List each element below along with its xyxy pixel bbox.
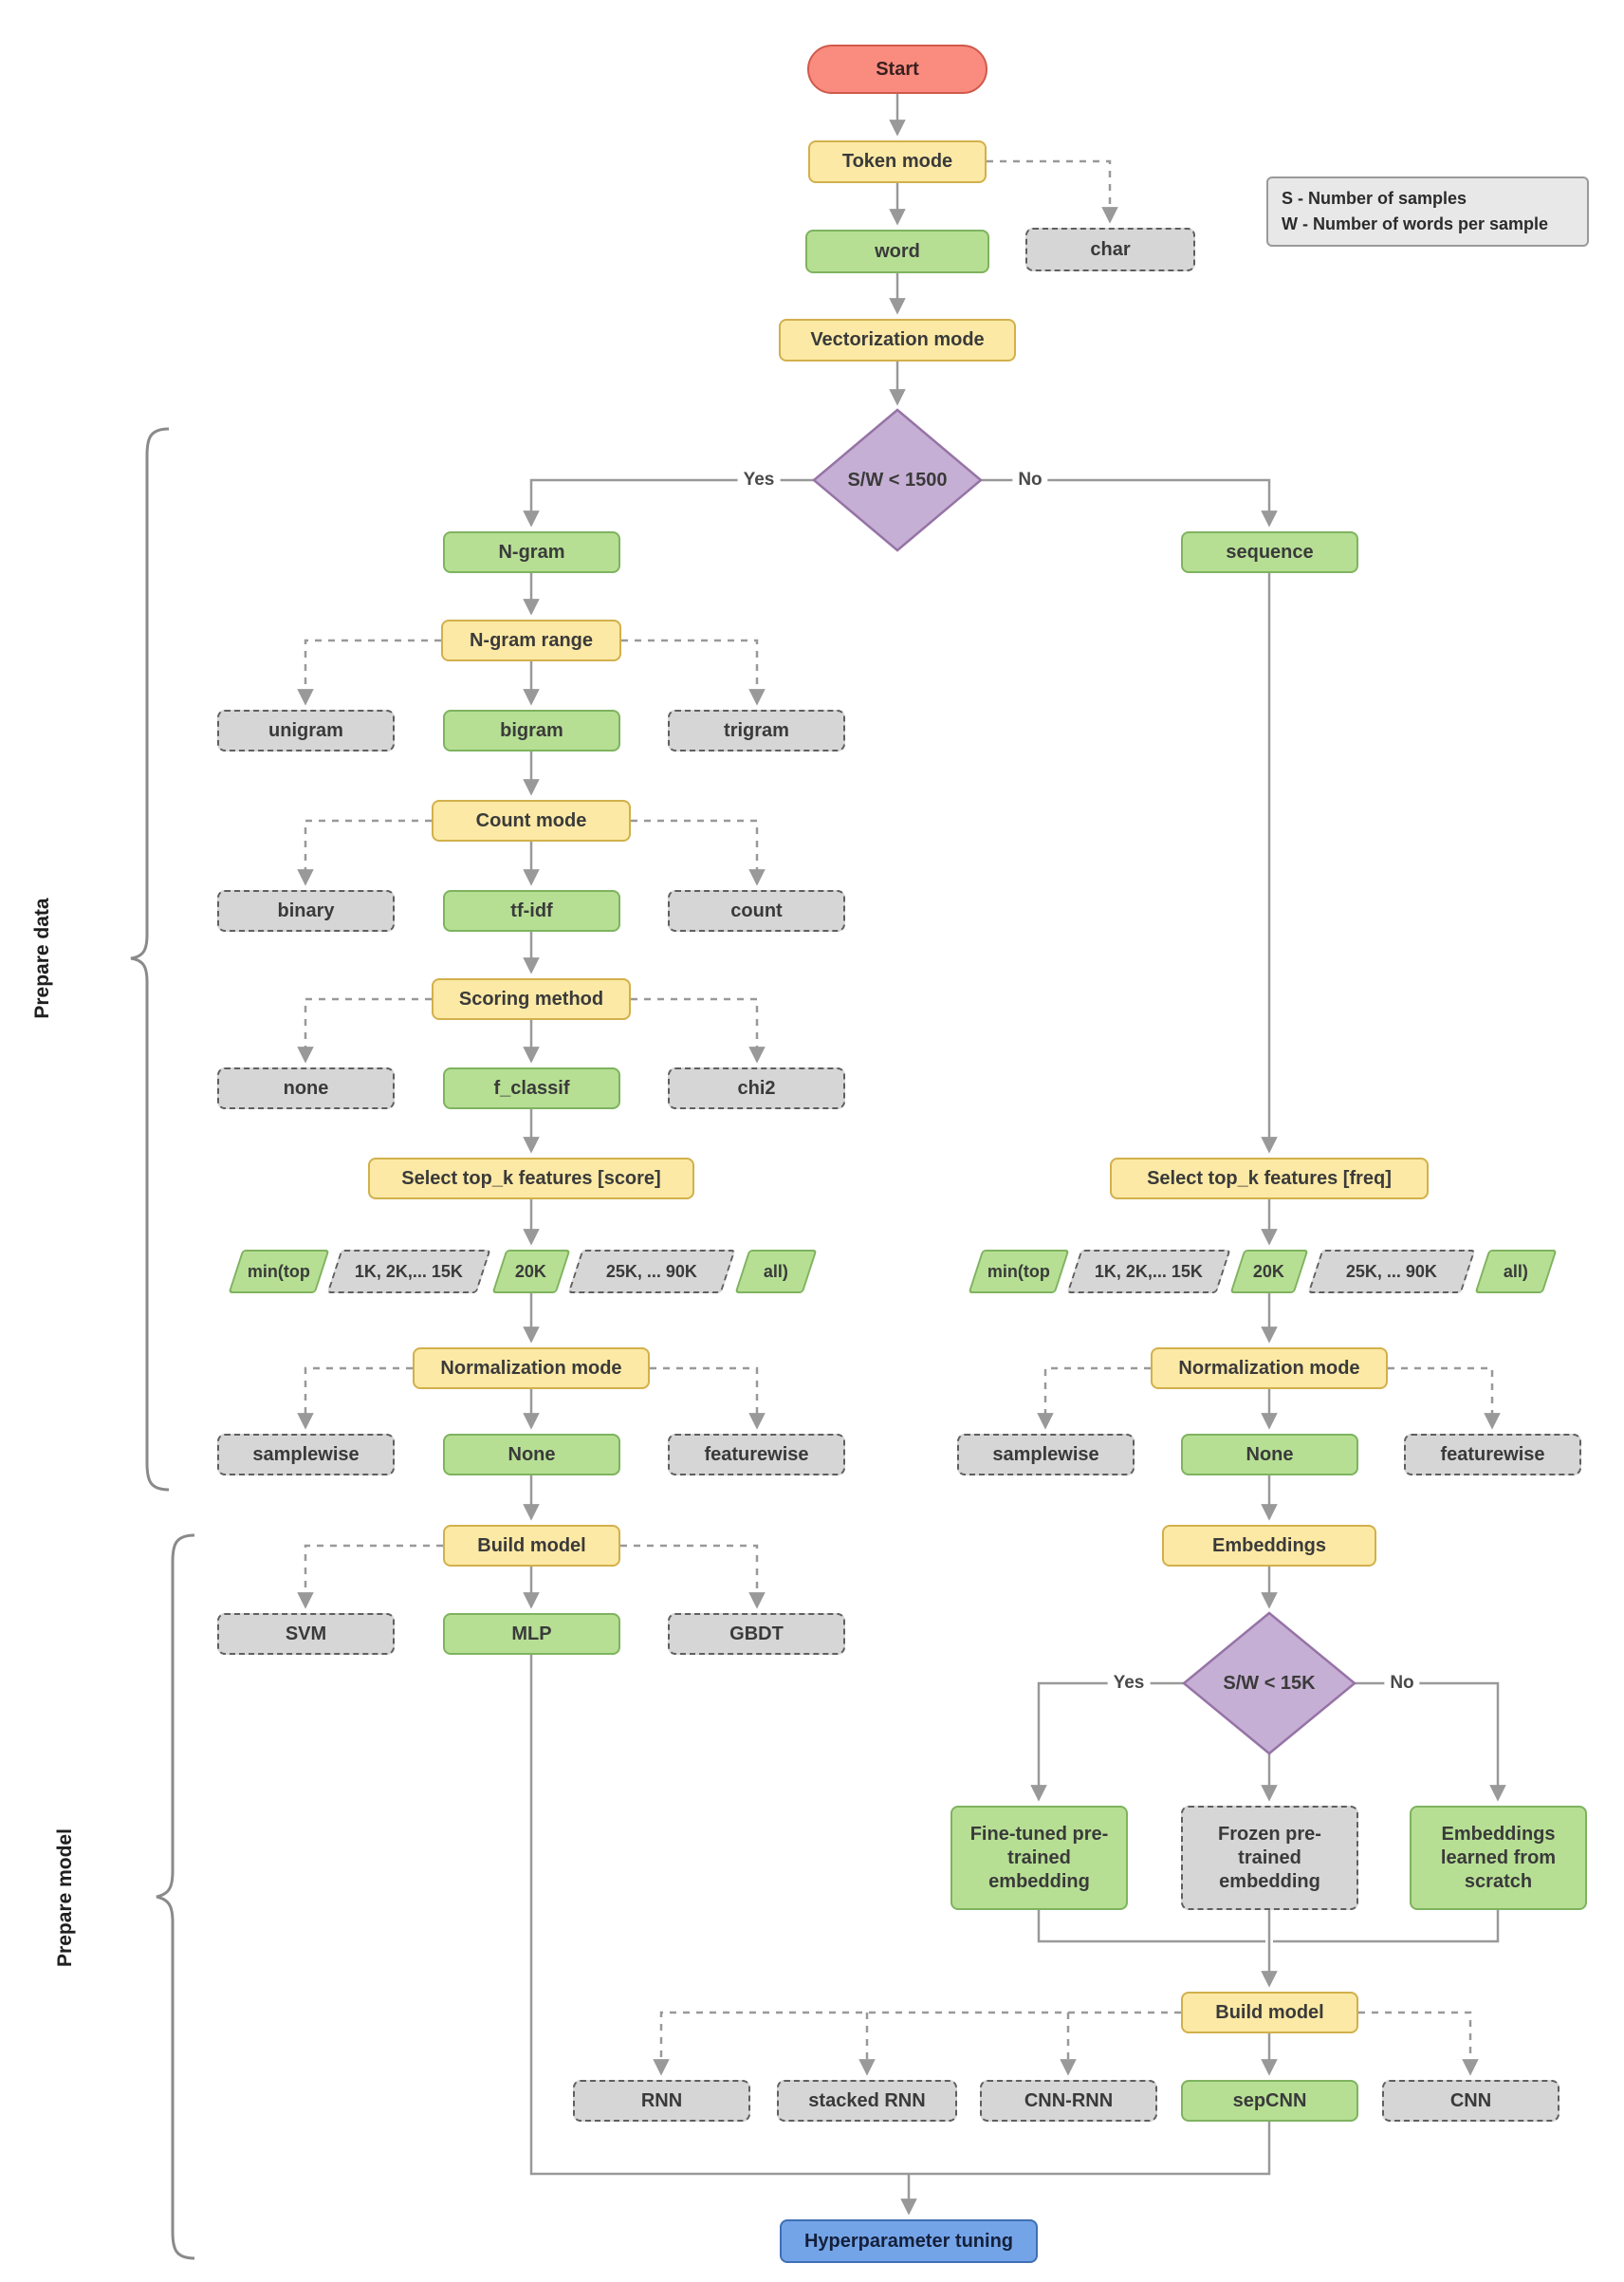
section-label-prepare-model: Prepare model	[54, 1828, 76, 1967]
node-count-mode: Count mode	[432, 800, 631, 842]
k1-15-right-label: 1K, 2K,... 15K	[1094, 1261, 1204, 1281]
node-unigram: unigram	[217, 710, 395, 751]
node-ngram: N-gram	[443, 531, 620, 573]
legend-words: W - Number of words per sample	[1282, 214, 1549, 233]
kall-left-label: all)	[763, 1261, 788, 1281]
node-token-mode: Token mode	[808, 140, 987, 183]
min-top-left-label: min(top	[248, 1261, 310, 1281]
decision-sw1500-label: S/W < 1500	[847, 469, 948, 491]
node-k25-90-left: 25K, ... 90K	[567, 1250, 736, 1293]
node-count: count	[668, 890, 845, 932]
node-min-top-left: min(top	[228, 1250, 330, 1293]
edge-label-no-1: No	[1012, 469, 1048, 492]
node-mlp: MLP	[443, 1613, 620, 1655]
node-normalization-mode-left: Normalization mode	[413, 1347, 650, 1389]
node-scoring-method: Scoring method	[432, 978, 631, 1020]
min-top-right-label: min(top	[987, 1261, 1050, 1281]
node-cnn-rnn: CNN-RNN	[980, 2080, 1157, 2122]
edge-label-no-2: No	[1384, 1672, 1420, 1695]
node-scratch-embedding: Embeddings learned from scratch	[1410, 1806, 1587, 1910]
node-kall-left: all)	[734, 1250, 818, 1293]
node-k1-15-left: 1K, 2K,... 15K	[326, 1250, 491, 1293]
node-normalization-mode-right: Normalization mode	[1151, 1347, 1388, 1389]
k20-left-label: 20K	[515, 1261, 547, 1281]
legend-box: S - Number of samples W - Number of word…	[1266, 176, 1589, 247]
section-braces	[130, 427, 195, 2260]
k25-90-left-label: 25K, ... 90K	[605, 1261, 698, 1281]
decision-diamond-sw1500	[812, 408, 983, 552]
legend-samples: S - Number of samples	[1282, 189, 1467, 208]
node-frozen-embedding: Frozen pre-trained embedding	[1181, 1806, 1358, 1910]
edge-label-yes-2: Yes	[1107, 1672, 1151, 1695]
prepare-data-brace	[130, 427, 170, 1492]
prepare-model-brace	[156, 1533, 195, 2260]
node-gbdt: GBDT	[668, 1613, 845, 1655]
node-k25-90-right: 25K, ... 90K	[1307, 1250, 1476, 1293]
node-featurewise-left: featurewise	[668, 1434, 845, 1475]
node-char: char	[1025, 228, 1195, 271]
dashed-connectors	[297, 159, 1501, 2076]
node-binary: binary	[217, 890, 395, 932]
node-sepcnn: sepCNN	[1181, 2080, 1358, 2122]
node-k1-15-right: 1K, 2K,... 15K	[1066, 1250, 1231, 1293]
node-fine-tuned-embedding: Fine-tuned pre-trained embedding	[950, 1806, 1128, 1910]
node-svm: SVM	[217, 1613, 395, 1655]
node-samplewise-left: samplewise	[217, 1434, 395, 1475]
node-rnn: RNN	[573, 2080, 750, 2122]
node-none-norm-right: None	[1181, 1434, 1358, 1475]
node-word: word	[805, 230, 989, 273]
edge-label-yes-1: Yes	[737, 469, 781, 492]
node-start: Start	[807, 45, 987, 94]
k25-90-right-label: 25K, ... 90K	[1345, 1261, 1438, 1281]
node-ngram-range: N-gram range	[441, 620, 621, 661]
node-embeddings: Embeddings	[1162, 1525, 1376, 1567]
node-select-topk-score: Select top_k features [score]	[368, 1158, 694, 1199]
node-chi2: chi2	[668, 1067, 845, 1109]
node-stacked-rnn: stacked RNN	[777, 2080, 957, 2122]
node-trigram: trigram	[668, 710, 845, 751]
decision-sw15k-label: S/W < 15K	[1223, 1672, 1316, 1694]
decision-shapes	[812, 408, 1356, 1755]
node-none-norm-left: None	[443, 1434, 620, 1475]
k20-right-label: 20K	[1253, 1261, 1285, 1281]
node-hyperparameter-tuning: Hyperparameter tuning	[780, 2219, 1038, 2263]
node-none-score: none	[217, 1067, 395, 1109]
node-cnn: CNN	[1382, 2080, 1559, 2122]
node-build-model-left: Build model	[443, 1525, 620, 1567]
node-kall-right: all)	[1474, 1250, 1558, 1293]
node-featurewise-right: featurewise	[1404, 1434, 1581, 1475]
decision-diamond-sw15k	[1182, 1611, 1356, 1755]
node-min-top-right: min(top	[968, 1250, 1070, 1293]
node-vectorization-mode: Vectorization mode	[779, 319, 1016, 362]
node-build-model-right: Build model	[1181, 1992, 1358, 2033]
section-label-prepare-data: Prepare data	[31, 898, 53, 1019]
k1-15-left-label: 1K, 2K,... 15K	[354, 1261, 464, 1281]
node-bigram: bigram	[443, 710, 620, 751]
node-f-classif: f_classif	[443, 1067, 620, 1109]
node-select-topk-freq: Select top_k features [freq]	[1110, 1158, 1429, 1199]
node-samplewise-right: samplewise	[957, 1434, 1135, 1475]
node-sequence: sequence	[1181, 531, 1358, 573]
kall-right-label: all)	[1503, 1261, 1528, 1281]
node-tf-idf: tf-idf	[443, 890, 620, 932]
